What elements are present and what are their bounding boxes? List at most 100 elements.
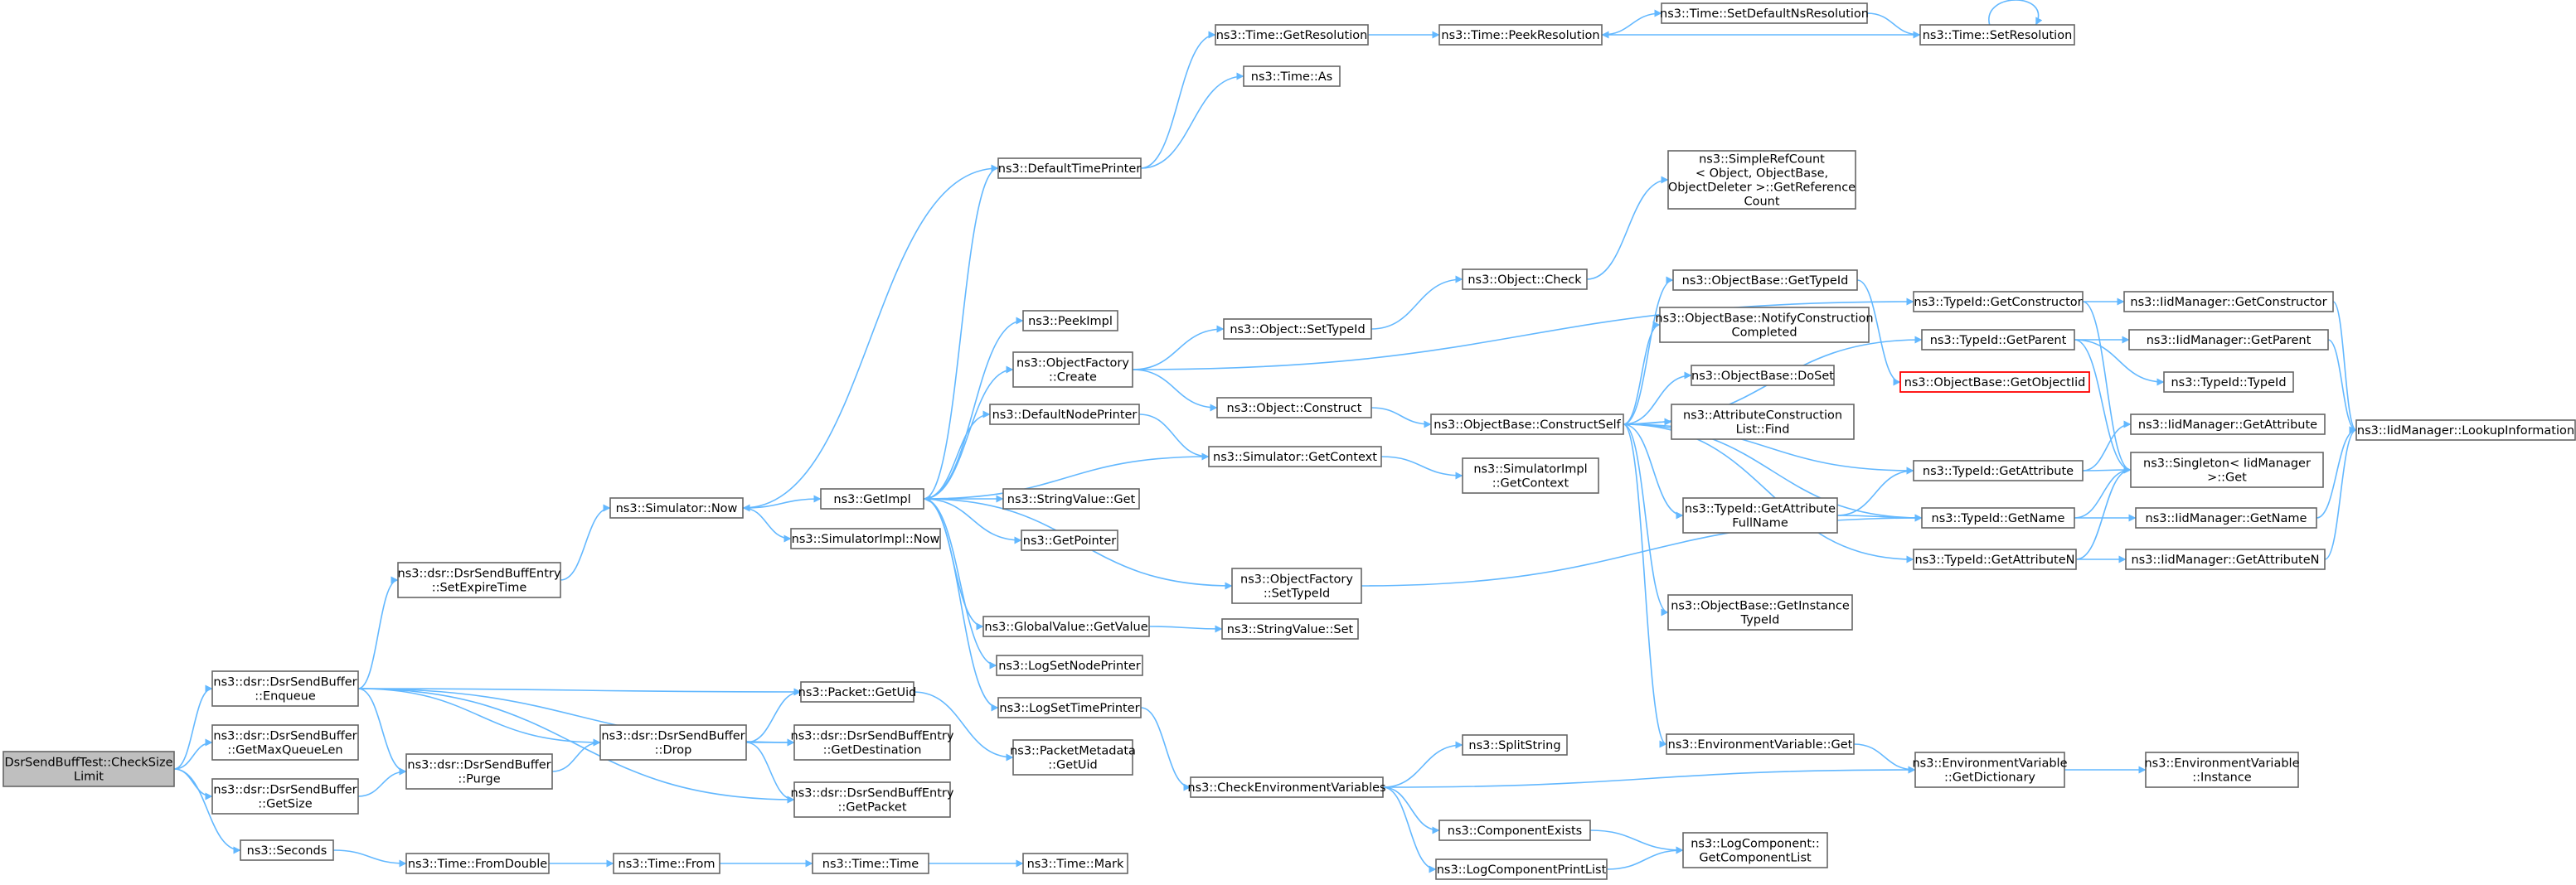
edge-getimpl-to-logsetnode <box>923 498 997 670</box>
node-label: ns3::Time::FromDouble <box>408 858 547 871</box>
node-drop[interactable]: ns3::dsr::DsrSendBuffer::Drop <box>599 724 747 761</box>
node-gvgetvalue[interactable]: ns3::GlobalValue::GetValue <box>982 616 1150 637</box>
edge-enqueue-to-setexpire <box>357 576 399 689</box>
node-logcompgetlist[interactable]: ns3::LogComponent::GetComponentList <box>1682 832 1828 868</box>
node-deftimeprinter[interactable]: ns3::DefaultTimePrinter <box>997 157 1142 179</box>
node-tidgetattrn[interactable]: ns3::TypeId::GetAttributeN <box>1913 549 2077 570</box>
node-timeas[interactable]: ns3::Time::As <box>1243 65 1341 87</box>
node-label: ns3::IidManager::GetConstructor <box>2130 296 2326 309</box>
node-pktuid[interactable]: ns3::Packet::GetUid <box>798 681 917 703</box>
node-label: ns3::ObjectBase::GetTypeId <box>1682 274 1849 288</box>
node-label: DsrSendBuffTest::CheckSize <box>4 756 172 769</box>
node-ofsettypeid[interactable]: ns3::ObjectFactory::SetTypeId <box>1231 568 1362 604</box>
edge-iidgetattrn-to-iidlookup <box>2324 426 2357 560</box>
node-getimpl[interactable]: ns3::GetImpl <box>820 488 924 510</box>
node-box <box>397 562 561 598</box>
node-box <box>2145 752 2299 788</box>
node-objconstruct[interactable]: ns3::Object::Construct <box>1216 397 1372 418</box>
node-label: List::Find <box>1736 423 1790 436</box>
node-seconds[interactable]: ns3::Seconds <box>240 839 334 861</box>
node-box <box>1435 858 1608 880</box>
node-label: ns3::TypeId::GetAttribute <box>1923 465 2074 478</box>
node-defnodeprinter[interactable]: ns3::DefaultNodePrinter <box>989 404 1140 425</box>
node-pmgetuid[interactable]: ns3::PacketMetadata::GetUid <box>1010 739 1136 776</box>
node-tidgetattr[interactable]: ns3::TypeId::GetAttribute <box>1913 460 2084 481</box>
node-splitstring[interactable]: ns3::SplitString <box>1462 734 1568 756</box>
node-iidlookup[interactable]: ns3::IidManager::LookupInformation <box>2355 419 2576 441</box>
node-mark[interactable]: ns3::Time::Mark <box>1022 853 1128 874</box>
node-iidgetctor[interactable]: ns3::IidManager::GetConstructor <box>2123 291 2334 312</box>
node-obdoset[interactable]: ns3::ObjectBase::DoSet <box>1691 365 1835 386</box>
node-box <box>820 488 924 510</box>
node-peekres[interactable]: ns3::Time::PeekResolution <box>1438 24 1603 46</box>
node-label: ns3::dsr::DsrSendBuffer <box>407 758 551 771</box>
node-logsettime[interactable]: ns3::LogSetTimePrinter <box>997 697 1142 718</box>
node-box <box>1190 776 1384 798</box>
node-simimplnow[interactable]: ns3::SimulatorImpl::Now <box>790 528 941 549</box>
node-getpointer[interactable]: ns3::GetPointer <box>1021 530 1118 551</box>
node-envinstance[interactable]: ns3::EnvironmentVariable::Instance <box>2144 752 2300 788</box>
edge-root-to-seconds <box>173 768 241 854</box>
node-strvalset[interactable]: ns3::StringValue::Set <box>1221 618 1359 640</box>
node-setdefns[interactable]: ns3::Time::SetDefaultNsResolution <box>1660 2 1869 24</box>
node-fromdouble[interactable]: ns3::Time::FromDouble <box>405 853 550 874</box>
node-getmaxq[interactable]: ns3::dsr::DsrSendBuffer::GetMaxQueueLen <box>211 724 359 761</box>
node-constructself[interactable]: ns3::ObjectBase::ConstructSelf <box>1430 413 1624 435</box>
node-timetime[interactable]: ns3::Time::Time <box>812 853 929 874</box>
node-tidtypeid[interactable]: ns3::TypeId::TypeId <box>2163 371 2294 393</box>
node-logsetnode[interactable]: ns3::LogSetNodePrinter <box>996 655 1143 676</box>
node-iidgetattr[interactable]: ns3::IidManager::GetAttribute <box>2130 413 2326 435</box>
node-setexpire[interactable]: ns3::dsr::DsrSendBuffEntry::SetExpireTim… <box>397 562 561 598</box>
node-label: ns3::Time::PeekResolution <box>1441 29 1599 42</box>
edge-root-to-enqueue <box>173 684 213 770</box>
edge-drop-to-pktuid <box>745 688 802 743</box>
edge-deftimeprinter-to-simnow <box>742 167 999 512</box>
node-ofcreate[interactable]: ns3::ObjectFactory::Create <box>1012 351 1133 388</box>
node-peekimpl[interactable]: ns3::PeekImpl <box>1022 310 1118 331</box>
node-label: ns3::ObjectBase::ConstructSelf <box>1434 418 1621 432</box>
node-enqueue[interactable]: ns3::dsr::DsrSendBuffer::Enqueue <box>211 670 359 707</box>
node-singletonget[interactable]: ns3::Singleton< IidManager>::Get <box>2130 452 2324 488</box>
node-envget[interactable]: ns3::EnvironmentVariable::Get <box>1666 733 1855 755</box>
node-tidgetctor[interactable]: ns3::TypeId::GetConstructor <box>1913 291 2084 312</box>
node-simgetcontext[interactable]: ns3::Simulator::GetContext <box>1208 446 1382 467</box>
node-envgetdict[interactable]: ns3::EnvironmentVariable::GetDictionary <box>1912 752 2068 788</box>
node-from[interactable]: ns3::Time::From <box>613 853 720 874</box>
node-simnow[interactable]: ns3::Simulator::Now <box>609 497 744 519</box>
node-tidgetparent[interactable]: ns3::TypeId::GetParent <box>1921 329 2075 351</box>
node-obgettypeid[interactable]: ns3::ObjectBase::GetTypeId <box>1672 269 1858 291</box>
node-getpacket[interactable]: ns3::dsr::DsrSendBuffEntry::GetPacket <box>791 781 954 818</box>
node-tidgetname[interactable]: ns3::TypeId::GetName <box>1921 507 2075 529</box>
node-obnotify[interactable]: ns3::ObjectBase::NotifyConstructionCompl… <box>1655 307 1874 343</box>
node-setres[interactable]: ns3::Time::SetResolution <box>1919 24 2075 46</box>
edge-gvgetvalue-to-strvalset <box>1148 625 1223 633</box>
node-logcompprint[interactable]: ns3::LogComponentPrintList <box>1435 858 1608 880</box>
node-label: ObjectDeleter >::GetReference <box>1668 181 1856 194</box>
node-obgetobjtid[interactable]: ns3::ObjectBase::GetObjectIid <box>1899 371 2090 393</box>
node-simimplgetcontext[interactable]: ns3::SimulatorImpl::GetContext <box>1462 457 1599 494</box>
node-objsettypeid[interactable]: ns3::Object::SetTypeId <box>1223 318 1372 340</box>
node-simplerefcount[interactable]: ns3::SimpleRefCount< Object, ObjectBase,… <box>1667 150 1856 210</box>
edge-seconds-to-fromdouble <box>332 849 407 868</box>
node-label: ns3::Simulator::GetContext <box>1213 451 1377 464</box>
node-purge[interactable]: ns3::dsr::DsrSendBuffer::Purge <box>405 753 553 790</box>
node-getdest[interactable]: ns3::dsr::DsrSendBuffEntry::GetDestinati… <box>791 724 954 761</box>
node-getsize[interactable]: ns3::dsr::DsrSendBuffer::GetSize <box>211 778 359 815</box>
node-box <box>211 724 359 761</box>
node-strvalget[interactable]: ns3::StringValue::Get <box>1002 488 1140 510</box>
node-objcheck[interactable]: ns3::Object::Check <box>1462 268 1588 290</box>
node-iidgetparent[interactable]: ns3::IidManager::GetParent <box>2128 329 2329 351</box>
node-getres[interactable]: ns3::Time::GetResolution <box>1215 24 1369 46</box>
edge-enqueue-to-pktuid <box>357 688 802 696</box>
node-iidgetname[interactable]: ns3::IidManager::GetName <box>2135 507 2317 529</box>
node-iidgetattrn[interactable]: ns3::IidManager::GetAttributeN <box>2125 549 2326 570</box>
node-box <box>613 853 720 874</box>
node-box <box>1215 24 1369 46</box>
node-checkenv[interactable]: ns3::CheckEnvironmentVariables <box>1187 776 1386 798</box>
node-compexists[interactable]: ns3::ComponentExists <box>1438 820 1591 841</box>
node-box <box>1661 2 1868 24</box>
